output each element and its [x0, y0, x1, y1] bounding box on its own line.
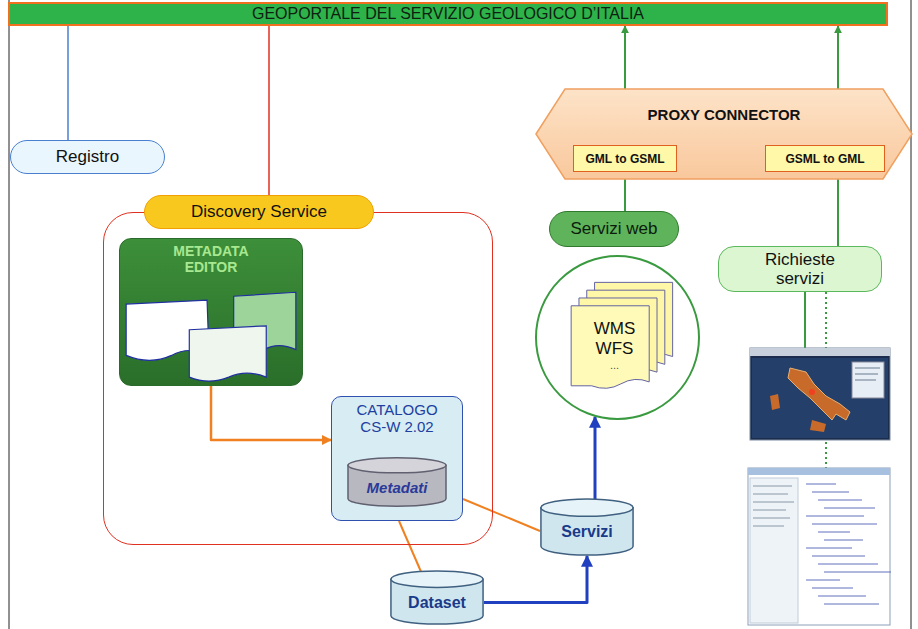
xml-row: [818, 596, 866, 597]
editor-box: METADATA EDITOR: [119, 238, 303, 386]
metadata-cylinder: Metadati: [347, 457, 447, 507]
connector: [837, 172, 839, 246]
requests-pill: Richieste servizi: [718, 246, 882, 292]
portal-bar: GEOPORTALE DEL SERVIZIO GEOLOGICO D’ITAL…: [8, 2, 888, 26]
web-services-pill: Servizi web: [549, 211, 679, 247]
node-label: Servizi web: [571, 219, 658, 239]
proxy-hexagon: PROXY CONNECTOR GML to GSML GSML to GML: [535, 88, 913, 180]
services-circle: WMS WFS...: [535, 255, 700, 420]
node-label: Registro: [56, 147, 119, 167]
frame-line: [9, 0, 10, 629]
services-cylinder: Servizi: [540, 498, 634, 556]
node-label: Dataset: [408, 594, 466, 612]
xml-row: [806, 516, 864, 517]
xml-row: [812, 524, 877, 525]
xml-screenshot: [748, 468, 891, 625]
xml-row: [818, 564, 878, 565]
node-label: Richieste servizi: [745, 250, 855, 288]
xml-row: [812, 492, 849, 493]
xml-row: [824, 604, 879, 605]
map-screenshot: [750, 348, 890, 440]
catalog-box: CATALOGO CS-W 2.02Metadati: [331, 396, 463, 521]
registry-pill: Registro: [10, 140, 165, 174]
connector: [463, 499, 540, 531]
xml-row: [812, 588, 853, 589]
node-label: GEOPORTALE DEL SERVIZIO GEOLOGICO D’ITAL…: [252, 5, 644, 23]
xml-row: [818, 500, 862, 501]
leader-line: [804, 292, 806, 350]
xml-row: [824, 508, 875, 509]
node-label: CATALOGO CS-W 2.02: [347, 401, 447, 435]
node-label: Servizi: [561, 523, 613, 541]
xml-row: [824, 540, 863, 541]
node-label: METADATA EDITOR: [156, 243, 266, 275]
connector: [594, 417, 597, 500]
connector: [484, 556, 587, 603]
dataset-cylinder: Dataset: [390, 570, 484, 625]
xml-row: [806, 548, 852, 549]
connector: [67, 26, 69, 140]
xml-row: [806, 484, 836, 485]
connector: [399, 521, 422, 574]
node-label: GML to GSML: [585, 152, 664, 166]
discovery-region: Discovery ServiceMETADATA EDITORCATALOGO…: [103, 212, 493, 545]
frame-line: [911, 0, 912, 629]
node-note: ...: [610, 359, 619, 371]
converter-box: GML to GSML: [573, 145, 677, 172]
node-label: GSML to GML: [785, 152, 864, 166]
connector: [268, 26, 270, 195]
xml-row: [818, 532, 850, 533]
node-label: Metadati: [367, 479, 428, 496]
converter-box: GSML to GML: [765, 145, 885, 172]
node-label: PROXY CONNECTOR: [648, 106, 801, 123]
xml-row: [806, 580, 840, 581]
xml-row: [824, 572, 891, 573]
xml-row: [812, 556, 865, 557]
node-label: WMS WFS: [590, 319, 640, 359]
node-label: Discovery Service: [144, 195, 374, 229]
connector: [211, 386, 331, 440]
